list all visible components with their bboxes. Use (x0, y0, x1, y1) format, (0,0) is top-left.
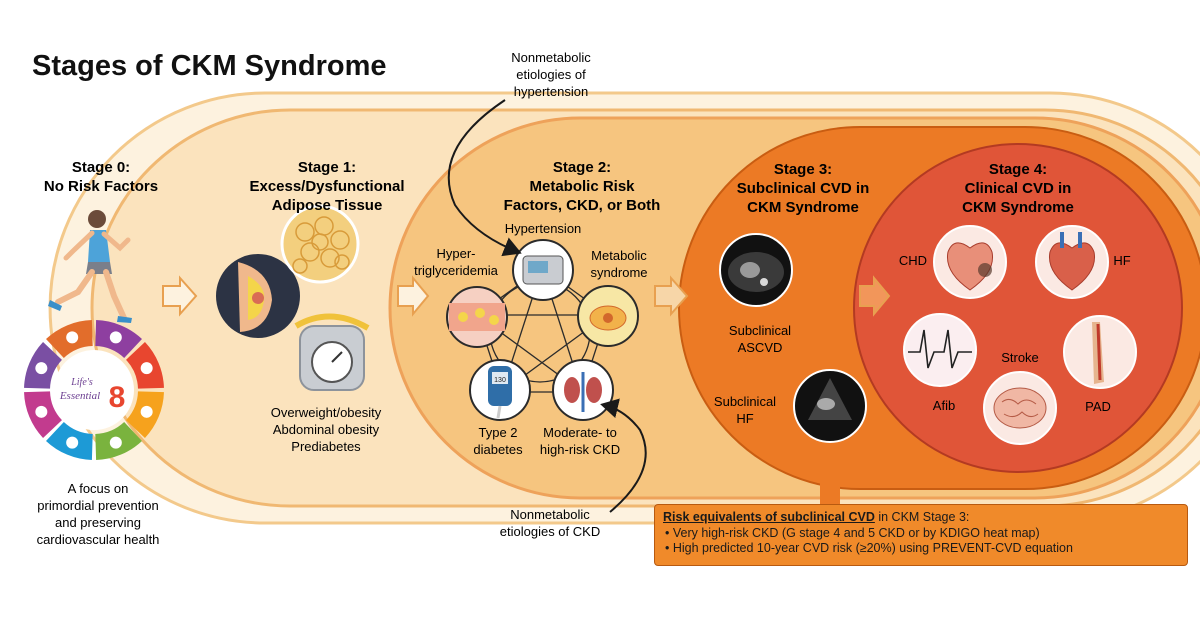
subclinical-hf-label-1: Subclinical (714, 394, 776, 409)
wheel-text-line2: Essential (59, 390, 100, 402)
stage1-heading-1: Stage 1: (298, 159, 356, 176)
stage3-heading-1: Stage 3: (774, 161, 832, 178)
stroke-label: Stroke (1001, 350, 1039, 365)
ct-scan-icon (719, 233, 793, 307)
chd-heart-icon (933, 225, 1007, 299)
metabolic-label-1: Metabolic (591, 248, 647, 263)
diabetes-label-1: Type 2 (478, 425, 517, 440)
stage4-heading-2: Clinical CVD in (965, 180, 1072, 197)
stage1-heading-2: Excess/Dysfunctional (249, 178, 404, 195)
ckd-label-2: high-risk CKD (540, 442, 620, 457)
chd-label: CHD (899, 253, 927, 268)
wheel-segment-icon (66, 436, 79, 449)
hypertrig-label-2: triglyceridemia (414, 263, 499, 278)
echo-icon (793, 369, 867, 443)
runner-icon (48, 210, 132, 323)
progression-arrows (162, 275, 891, 317)
pad-label: PAD (1085, 399, 1111, 414)
stage1-caption-3: Prediabetes (291, 439, 361, 454)
brain-icon (983, 371, 1057, 445)
stage4-heading-3: CKM Syndrome (962, 199, 1074, 216)
stage0-heading-2: No Risk Factors (44, 178, 158, 195)
ckd-label-1: Moderate- to (543, 425, 617, 440)
risk-box-connector (820, 470, 840, 506)
hf-label: HF (1113, 253, 1130, 268)
hypertrig-label-1: Hyper- (436, 246, 475, 261)
stage0-heading-1: Stage 0: (72, 159, 130, 176)
stage1-heading-3: Adipose Tissue (272, 197, 383, 214)
hypertension-note-2: etiologies of (516, 67, 586, 82)
metabolic-label-2: syndrome (590, 265, 647, 280)
stage2-heading-3: Factors, CKD, or Both (504, 197, 661, 214)
stage3-heading-2: Subclinical CVD in (737, 180, 870, 197)
stage0-caption-4: cardiovascular health (37, 532, 160, 547)
lifes-essential-8-wheel (24, 320, 164, 460)
stage3-heading-3: CKM Syndrome (747, 199, 859, 216)
page-title: Stages of CKM Syndrome (32, 50, 387, 82)
stage0-caption-2: primordial prevention (37, 498, 158, 513)
triglyceride-vessel-icon (446, 286, 508, 348)
risk-box-item-2-text: High predicted 10-year CVD risk (≥20%) u… (672, 541, 1073, 556)
wheel-segment-icon (35, 362, 48, 375)
adipose-tissue-icon (280, 204, 360, 284)
glucose-meter-icon (469, 359, 531, 421)
stage0-caption-3: and preserving (55, 515, 141, 530)
scale-tape-icon (294, 313, 370, 391)
stage1-caption-1: Overweight/obesity (271, 405, 382, 420)
wheel-segment-icon (140, 405, 153, 418)
risk-box-header-rest: in CKM Stage 3: (874, 510, 970, 524)
stage2-heading-1: Stage 2: (553, 159, 611, 176)
diabetes-label-2: diabetes (473, 442, 523, 457)
stage1-caption-2: Abdominal obesity (273, 422, 380, 437)
glucose-reading: 130 (494, 377, 506, 384)
risk-box-item-1-text: Very high-risk CKD (G stage 4 and 5 CKD … (672, 525, 1040, 540)
hf-heart-icon (1035, 225, 1109, 299)
wheel-center (54, 350, 134, 430)
wheel-text-line1: Life's (70, 377, 93, 388)
wheel-segment-icon (109, 331, 122, 344)
ckd-note-1: Nonmetabolic (510, 507, 590, 522)
ckd-etiology-arrow (600, 398, 647, 513)
afib-label: Afib (933, 398, 955, 413)
wheel-number: 8 (109, 381, 126, 414)
kidney-icon (552, 359, 614, 421)
hypertension-note-3: hypertension (514, 84, 588, 99)
stage0-caption-1: A focus on (68, 481, 129, 496)
hypertension-note-1: Nonmetabolic (511, 50, 591, 65)
hypertension-label: Hypertension (505, 221, 582, 236)
pad-leg-icon (1063, 315, 1137, 389)
risk-box-item-1: • Very high-risk CKD (G stage 4 and 5 CK… (665, 525, 1040, 540)
risk-box-header: Risk equivalents of subclinical CVD in C… (663, 510, 1179, 526)
wheel-segment-icon (140, 362, 153, 375)
abdomen-icon (216, 254, 300, 338)
ascvd-label-2: ASCVD (738, 340, 783, 355)
stage4-heading-1: Stage 4: (989, 161, 1047, 178)
stage2-heading-2: Metabolic Risk (529, 178, 635, 195)
risk-box-header-underlined: Risk equivalents of subclinical CVD (663, 510, 875, 524)
ecg-icon (903, 313, 977, 387)
risk-box-item-2: • High predicted 10-year CVD risk (≥20%)… (665, 541, 1073, 556)
bp-monitor-icon (512, 239, 574, 301)
ckd-note-2: etiologies of CKD (500, 524, 600, 539)
diagram-text: Stages of CKM Syndrome Stage 0: No Risk … (32, 50, 1131, 547)
metabolic-syndrome-icon (577, 285, 639, 347)
wheel-segment-icon (109, 436, 122, 449)
subclinical-hf-label-2: HF (736, 411, 753, 426)
risk-equivalents-box: Risk equivalents of subclinical CVD in C… (654, 504, 1188, 566)
stage4-circle (853, 143, 1183, 473)
wheel-segment-icon (66, 331, 79, 344)
ascvd-label-1: Subclinical (729, 323, 791, 338)
hypertension-etiology-arrow (447, 99, 522, 257)
wheel-segment-icon (35, 405, 48, 418)
